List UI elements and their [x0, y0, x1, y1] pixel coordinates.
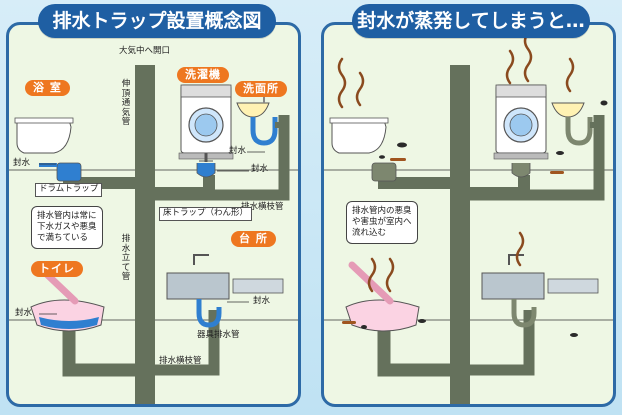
room-toilet: トイレ: [31, 261, 83, 277]
note-gas: 排水管内は常に 下水ガスや悪臭 で満ちている: [31, 206, 103, 250]
label-seal-sink: 封水: [229, 146, 247, 156]
room-sink: 洗面所: [235, 81, 287, 97]
sink-p-trap: [250, 117, 278, 146]
diagram-panel-trap-concept: 大気中へ開口 伸頂通気管 排水立て管 浴 室 洗濯機 洗面所 トイレ 台 所 封…: [6, 22, 301, 407]
note-line: 排水管内は常に: [37, 211, 97, 221]
drum-trap-empty: [371, 162, 397, 182]
upper-branch-pipe-sink: [155, 115, 290, 201]
kitchen-sink: [166, 272, 230, 300]
centipede-icons: [342, 158, 564, 324]
title-left: 排水トラップ設置概念図: [38, 4, 276, 38]
label-branch-pipe-lower: 排水横枝管: [159, 356, 202, 366]
kitchen-sink: [481, 272, 545, 300]
odor-waves: [337, 31, 575, 293]
floor-trap-empty: [511, 163, 531, 178]
note-intrusion: 排水管内の悪臭 や害虫が室内へ 流れ込む: [346, 201, 418, 245]
label-floor-trap: 床トラップ（わん形）: [159, 207, 253, 221]
floor-trap-bowl: [196, 163, 216, 178]
label-stack: 排水立て管: [121, 234, 131, 283]
bathtub: [331, 119, 387, 154]
note-line: 排水管内の悪臭: [352, 206, 412, 216]
label-vent-open: 大気中へ開口: [119, 46, 171, 56]
main-stack-pipe: [135, 65, 155, 404]
kitchen-trap: [196, 299, 222, 328]
note-line: 下水ガスや悪臭: [37, 222, 97, 233]
label-drum-trap: ドラムトラップ: [35, 183, 103, 197]
label-vent-pipe: 伸頂通気管: [121, 79, 131, 128]
room-kitchen: 台 所: [231, 231, 276, 247]
label-branch-pipe-upper: 排水横枝管: [241, 202, 284, 212]
drum-trap: [56, 162, 82, 182]
label-fixture-pipe: 器具排水管: [197, 330, 240, 340]
label-seal-toilet: 封水: [15, 308, 33, 318]
bathtub: [16, 119, 72, 154]
label-seal-washer: 封水: [251, 164, 269, 174]
room-bath: 浴 室: [25, 80, 70, 96]
diagram-panel-evaporated: 排水管内の悪臭 や害虫が室内へ 流れ込む: [321, 22, 616, 407]
note-line: 流れ込む: [352, 228, 387, 239]
wash-basin: [236, 102, 270, 118]
evaporated-diagram-graphic: [324, 31, 613, 404]
room-washer: 洗濯機: [177, 67, 229, 83]
note-line: や害虫が室内へ: [352, 217, 412, 228]
wash-basin: [551, 102, 585, 118]
pest-icons: [361, 100, 608, 337]
lower-branch-pipe-kitchen: [155, 310, 220, 376]
lower-branch-pipe-toilet: [62, 325, 135, 377]
note-line: で満ちている: [37, 233, 89, 244]
main-stack-pipe: [450, 65, 470, 404]
toilet-bowl: [345, 299, 420, 332]
title-right: 封水が蒸発してしまうと…: [352, 4, 590, 38]
trap-diagram-graphic: [9, 65, 298, 404]
label-seal-bath: 封水: [13, 158, 31, 168]
label-seal-kitchen: 封水: [253, 296, 271, 306]
kitchen-stove: [232, 278, 284, 294]
